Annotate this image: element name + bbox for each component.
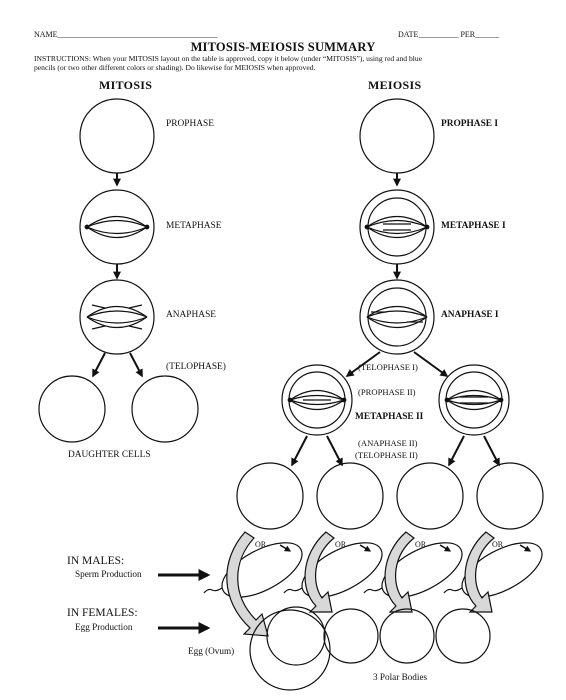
mitosis-anaphase-cell [79, 279, 155, 355]
meiosis-telophase2-label: (TELOPHASE II) [355, 450, 418, 460]
egg-inner-cell [266, 606, 326, 666]
meiosis-telophase1-label: (TELOPHASE I) [358, 362, 418, 372]
egg-ovum-cell [249, 609, 331, 691]
mitosis-heading: MITOSIS [99, 78, 153, 92]
meiosis-metaphase1-label: METAPHASE I [441, 221, 506, 231]
name-field-label: NAME____________________________________… [34, 30, 218, 39]
curved-arrow-4 [464, 531, 495, 613]
meiosis-heading: MEIOSIS [368, 78, 422, 92]
mitosis-daughter-cell-right [131, 375, 199, 443]
polar-bodies-label: 3 Polar Bodies [373, 672, 428, 682]
or-label-2: OR [335, 540, 347, 549]
date-period-field-label: DATE__________ PER______ [398, 30, 500, 39]
meiosis-prophase1-label: PROPHASE I [441, 119, 499, 129]
polar-body-2 [379, 608, 435, 664]
mitosis-metaphase-label: METAPHASE [166, 221, 222, 231]
sperm-shape-3 [363, 542, 463, 598]
males-subheading: Sperm Production [75, 569, 142, 579]
females-subheading: Egg Production [75, 622, 133, 632]
meiosis-metaphase2-cell-left [281, 364, 353, 436]
meiosis-anaphase2-label: (ANAPHASE II) [358, 438, 418, 448]
mitosis-prophase-cell [79, 98, 155, 174]
sperm-shape-4 [443, 542, 543, 598]
or-label-4: OR [492, 540, 504, 549]
meiosis-metaphase2-label: METAPHASE II [355, 412, 424, 422]
meiosis-anaphase1-cell [359, 279, 435, 355]
mitosis-telophase-label: (TELOPHASE) [166, 362, 226, 372]
or-label-3: OR [415, 540, 427, 549]
meiosis-prophase2-label: (PROPHASE II) [358, 387, 416, 397]
meiosis-metaphase1-cell [359, 189, 435, 265]
gamete-cell-1 [236, 462, 304, 530]
sperm-shape-1 [203, 542, 303, 598]
curved-arrow-2 [304, 531, 335, 613]
egg-ovum-label: Egg (Ovum) [188, 646, 235, 656]
gamete-cell-2 [316, 462, 384, 530]
instructions-line-2: pencils (or two other different colors o… [34, 63, 316, 72]
mitosis-prophase-label: PROPHASE [166, 119, 214, 129]
females-heading: IN FEMALES: [67, 607, 138, 619]
polar-body-3 [435, 608, 491, 664]
curved-arrow-1 [226, 531, 269, 637]
daughter-cells-label: DAUGHTER CELLS [68, 450, 151, 460]
sperm-shape-2 [283, 542, 383, 598]
mitosis-anaphase-label: ANAPHASE [166, 310, 217, 320]
or-label-1: OR [255, 540, 267, 549]
page-title: MITOSIS-MEIOSIS SUMMARY [190, 40, 376, 54]
curved-arrow-3 [384, 531, 415, 613]
males-heading: IN MALES: [67, 555, 125, 567]
instructions-line-1: INSTRUCTIONS: When your MITOSIS layout o… [34, 54, 423, 63]
gamete-cell-4 [476, 462, 544, 530]
meiosis-anaphase1-label: ANAPHASE I [441, 310, 499, 320]
meiosis-metaphase2-cell-right [438, 364, 510, 436]
polar-body-1 [323, 608, 379, 664]
meiosis-prophase1-cell [359, 98, 435, 174]
mitosis-metaphase-cell [79, 189, 155, 265]
gamete-cell-3 [396, 462, 464, 530]
mitosis-daughter-cell-left [38, 375, 106, 443]
